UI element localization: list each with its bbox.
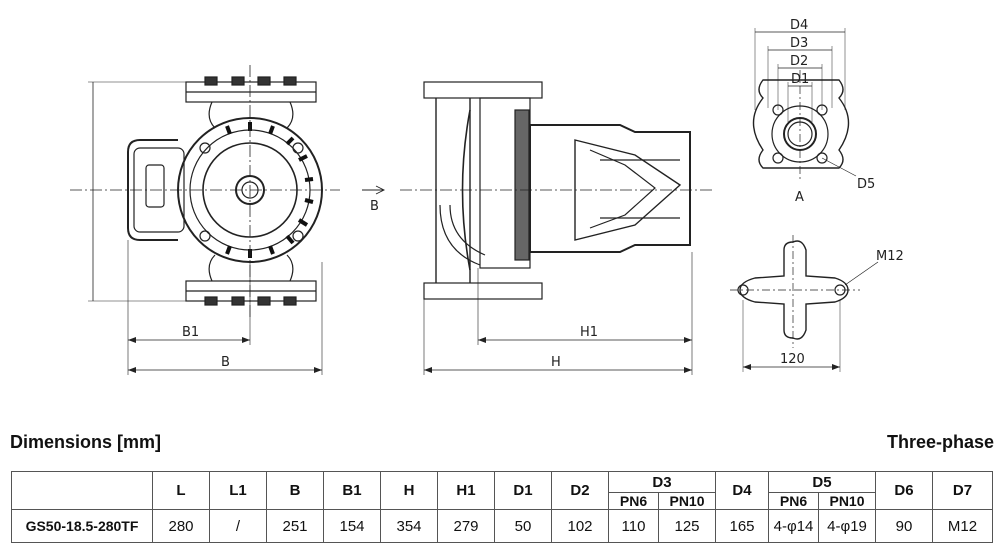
header-h1: H1 <box>437 471 495 510</box>
cell-l1: / <box>209 509 267 543</box>
dim-label-m12: M12 <box>876 249 904 264</box>
dim-label-d4: D4 <box>790 18 808 33</box>
header-h: H <box>380 471 438 510</box>
dim-label-d5: D5 <box>857 177 875 192</box>
dim-label-d1: D1 <box>791 72 809 87</box>
dimensions-title: Dimensions [mm] <box>10 432 162 452</box>
dimensions-table: L L1 B B1 H H1 D1 D2 D3 D4 D5 D6 D7 PN6 … <box>11 471 993 543</box>
header-d5-pn10: PN10 <box>818 492 876 510</box>
dim-label-h1: H1 <box>580 325 598 340</box>
dim-label-b1-front: B1 <box>182 325 199 340</box>
header-d1: D1 <box>494 471 552 510</box>
header-d3-pn6: PN6 <box>608 492 659 510</box>
header-d5-pn6: PN6 <box>768 492 819 510</box>
table-row: GS50-18.5-280TF 280 / 251 154 354 279 50… <box>11 509 993 543</box>
cell-d3-pn6: 110 <box>608 509 659 543</box>
header-d4: D4 <box>715 471 769 510</box>
cell-h: 354 <box>380 509 438 543</box>
technical-drawing: B1 B B H1 H D4 D3 D2 D1 D5 A M12 120 <box>70 18 904 375</box>
cell-model: GS50-18.5-280TF <box>11 509 153 543</box>
header-b1: B1 <box>323 471 381 510</box>
header-l1: L1 <box>209 471 267 510</box>
dim-label-h: H <box>551 355 561 370</box>
header-model <box>11 471 153 510</box>
cell-d6: 90 <box>875 509 933 543</box>
cell-b: 251 <box>266 509 324 543</box>
dim-label-120: 120 <box>780 352 805 367</box>
cell-d1: 50 <box>494 509 552 543</box>
side-view <box>362 81 712 375</box>
header-d7: D7 <box>932 471 993 510</box>
table-header-row: L L1 B B1 H H1 D1 D2 D3 D4 D5 D6 D7 <box>11 471 993 510</box>
view-label-a: A <box>795 190 804 205</box>
cell-d4: 165 <box>715 509 769 543</box>
header-b: B <box>266 471 324 510</box>
dimensions-heading-row: Dimensions [mm] Three-phase <box>0 430 1003 460</box>
header-d6: D6 <box>875 471 933 510</box>
dim-label-d3: D3 <box>790 36 808 51</box>
cell-d5-pn6: 4-φ14 <box>768 509 819 543</box>
dim-label-b-marker: B <box>370 199 379 214</box>
front-view <box>70 65 340 375</box>
header-d3-pn10: PN10 <box>658 492 716 510</box>
cell-d5-pn10: 4-φ19 <box>818 509 876 543</box>
dim-label-b-front: B <box>221 355 230 370</box>
cell-b1: 154 <box>323 509 381 543</box>
cell-d7: M12 <box>932 509 993 543</box>
phase-label: Three-phase <box>886 432 994 452</box>
cell-h1: 279 <box>437 509 495 543</box>
base-view <box>730 235 879 372</box>
dim-label-d2: D2 <box>790 54 808 69</box>
flange-view <box>752 28 857 180</box>
cell-d3-pn10: 125 <box>658 509 716 543</box>
header-d5: D5 <box>768 471 876 493</box>
cell-l: 280 <box>152 509 210 543</box>
table-subheader-row: PN6 PN10 PN6 PN10 <box>12 492 993 510</box>
header-l: L <box>152 471 210 510</box>
header-d3: D3 <box>608 471 716 493</box>
cell-d2: 102 <box>551 509 609 543</box>
header-d2: D2 <box>551 471 609 510</box>
